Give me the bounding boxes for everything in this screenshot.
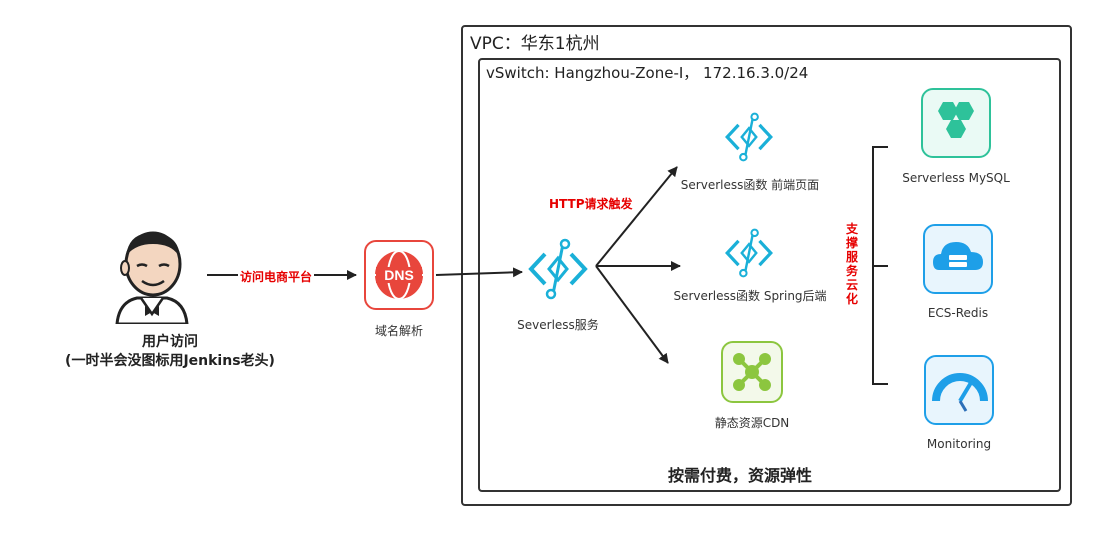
edge-to-cdn [595, 265, 669, 364]
edge-label-http-trigger: HTTP请求触发 [549, 197, 633, 211]
database-cluster-icon [938, 102, 974, 138]
dns-label: 域名解析 [374, 324, 423, 338]
serverless-service-node [527, 238, 589, 300]
edge-label-user-to-dns: 访问电商平台 [238, 268, 315, 285]
serverless-service-label: Severless服务 [517, 318, 599, 332]
vswitch-title: vSwitch: Hangzhou-Zone-I， 172.16.3.0/24 [486, 64, 809, 82]
serverless-function-icon [528, 238, 588, 300]
footer-text: 按需付费，资源弹性 [668, 466, 813, 485]
mysql-label: Serverless MySQL [902, 171, 1010, 185]
function-backend-label: Serverless函数 Spring后端 [673, 289, 827, 303]
function-frontend-node [724, 112, 774, 162]
serverless-function-icon [725, 228, 773, 278]
vpc-title: VPC：华东1杭州 [470, 34, 600, 54]
cdn-network-icon [733, 353, 771, 391]
user-label-line1: 用户访问 [142, 334, 198, 350]
support-bracket [872, 146, 888, 385]
monitoring-label: Monitoring [926, 437, 992, 451]
dns-node: DNS [364, 240, 434, 310]
support-label: 支撑服务云化 [845, 222, 858, 306]
vswitch-container [478, 58, 1061, 492]
redis-label: ECS-Redis [927, 306, 989, 320]
dns-icon-text: DNS [384, 267, 414, 283]
edge-to-frontend [595, 166, 678, 267]
edge-dns-to-serverless [435, 267, 523, 278]
user-label: 用户访问 (一时半会没图标用Jenkins老头) [40, 333, 300, 371]
cdn-label: 静态资源CDN [714, 416, 790, 430]
gauge-icon [932, 373, 988, 412]
redis-node [923, 224, 993, 294]
vpc-container [461, 25, 1072, 506]
dns-globe-icon: DNS [375, 250, 423, 300]
cloud-server-icon [933, 242, 983, 270]
user-node [107, 224, 197, 326]
cdn-node [721, 341, 783, 403]
mysql-node [921, 88, 991, 158]
user-label-line2: (一时半会没图标用Jenkins老头) [65, 353, 275, 369]
jenkins-butler-icon [115, 231, 189, 326]
function-frontend-label: Serverless函数 前端页面 [680, 178, 820, 192]
monitoring-node [924, 355, 994, 425]
function-backend-node [724, 228, 774, 278]
serverless-function-icon [725, 112, 773, 162]
